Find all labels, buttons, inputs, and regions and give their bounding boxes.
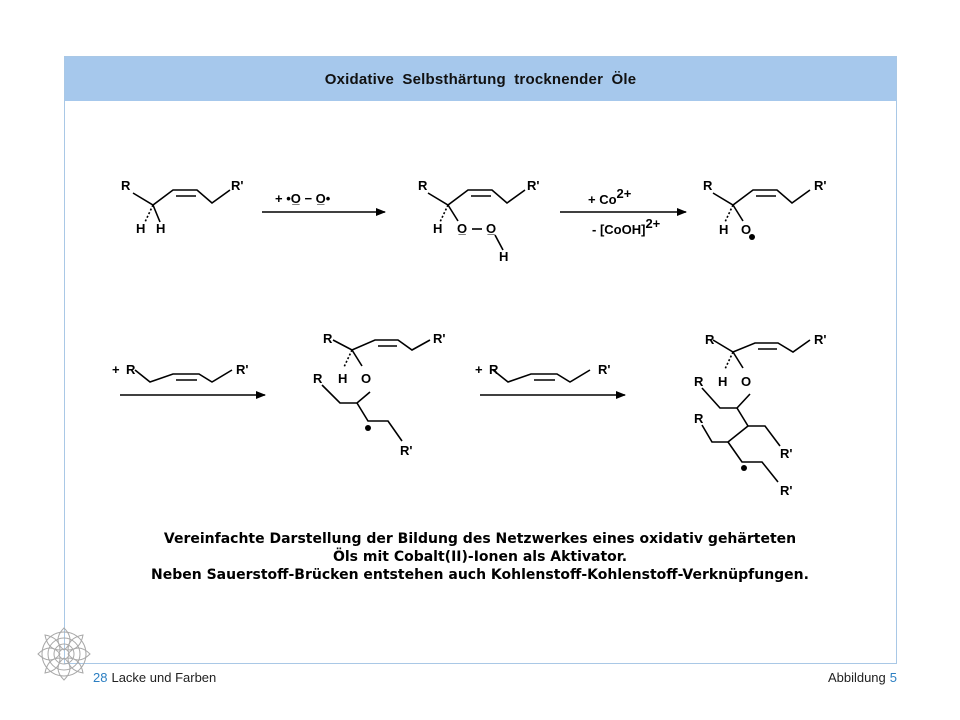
label-plus: +	[475, 362, 483, 377]
label-h: H	[718, 374, 727, 389]
page-number: 28	[93, 670, 108, 685]
label-r: R	[323, 331, 333, 346]
radical-dot-1	[749, 234, 755, 240]
reagent-cobalt-add: + Co2+	[588, 186, 632, 207]
title-bar: Oxidative Selbsthärtung trocknender Öle	[65, 57, 896, 101]
label-r: R	[703, 178, 713, 193]
label-h: H	[499, 249, 508, 264]
label-h: H	[156, 221, 165, 236]
label-r: R	[489, 362, 499, 377]
molecule-network	[701, 339, 811, 483]
figure-number: 5	[889, 670, 897, 685]
radical-dot-3	[741, 465, 747, 471]
label-o: O	[741, 374, 751, 389]
page-title: Oxidative Selbsthärtung trocknender Öle	[324, 70, 637, 88]
label-r: R	[126, 362, 136, 377]
label-r-prime: R'	[814, 332, 826, 347]
rosette-logo-icon	[37, 627, 91, 681]
label-plus: +	[112, 362, 120, 377]
label-r-prime: R'	[527, 178, 539, 193]
label-r: R	[705, 332, 715, 347]
label-r: R	[121, 178, 131, 193]
label-h: H	[433, 221, 442, 236]
figure-label: Abbildung	[827, 670, 886, 685]
radical-dot-2	[365, 425, 371, 431]
figure-frame: Oxidative Selbsthärtung trocknender Öle	[64, 56, 897, 664]
label-r-prime: R'	[231, 178, 243, 193]
caption-line: Vereinfachte Darstellung der Bildung des…	[163, 531, 797, 547]
label-o: O	[361, 371, 371, 386]
molecule-ether-radical	[321, 339, 431, 442]
label-r-prime: R'	[236, 362, 248, 377]
label-h: H	[136, 221, 145, 236]
label-h: H	[338, 371, 347, 386]
caption-line: Neben Sauerstoff-Brücken entstehen auch …	[151, 567, 809, 583]
caption-line: Öls mit Cobalt(II)-Ionen als Aktivator.	[332, 549, 628, 565]
label-r: R	[694, 374, 704, 389]
label-r-prime: R'	[780, 446, 792, 461]
label-o: O̲	[457, 221, 467, 236]
molecule-start	[132, 189, 231, 223]
label-h: H	[719, 222, 728, 237]
molecule-hydroperoxide	[427, 189, 526, 251]
reagent-oxygen: + •O̲ − O̲•	[275, 191, 331, 206]
added-alkene-1	[134, 369, 233, 383]
label-r: R	[418, 178, 428, 193]
added-alkene-2	[492, 369, 591, 383]
label-r-prime: R'	[598, 362, 610, 377]
label-o: O̲	[486, 221, 496, 236]
reagent-cobalt-remove: - [CoOH]2+	[592, 216, 661, 237]
label-r: R	[313, 371, 323, 386]
label-r-prime: R'	[780, 483, 792, 498]
source-title: Lacke und Farben	[111, 670, 217, 685]
label-r-prime: R'	[814, 178, 826, 193]
label-o: O	[741, 222, 751, 237]
molecule-alkoxy-radical	[712, 189, 811, 223]
label-r-prime: R'	[433, 331, 445, 346]
label-r: R	[694, 411, 704, 426]
label-r-prime: R'	[400, 443, 412, 458]
figure-caption: Vereinfachte Darstellung der Bildung des…	[140, 530, 820, 584]
